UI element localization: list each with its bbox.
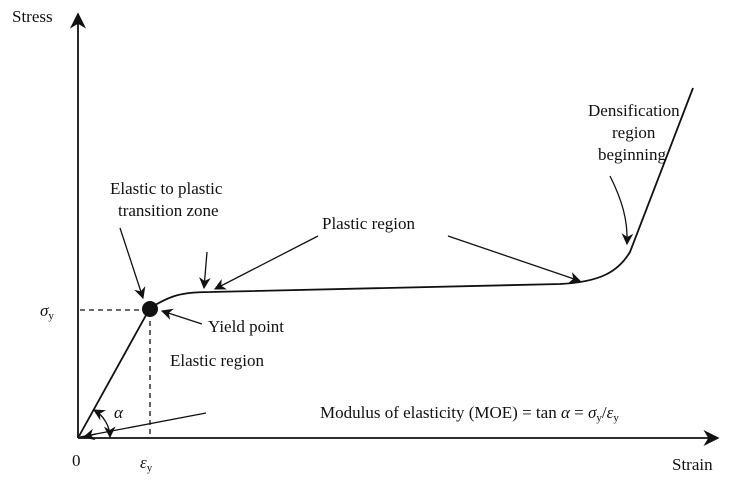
densification-arrow xyxy=(609,175,634,246)
densification-label-1: Densification xyxy=(588,101,680,120)
alpha-arc-small xyxy=(82,428,97,441)
densification-label-3: beginning xyxy=(598,145,666,164)
plastic-arrow-right xyxy=(447,235,582,284)
transition-arrow xyxy=(119,227,146,300)
moe-formula: Modulus of elasticity (MOE) = tan α = σy… xyxy=(320,403,619,424)
stress-strain-curve xyxy=(77,87,694,439)
yield-stress-label: σy xyxy=(40,301,54,322)
yield-point-marker xyxy=(142,301,158,317)
yield-strain-label: εy xyxy=(140,453,153,474)
plastic-region-label: Plastic region xyxy=(322,214,416,233)
y-axis-label: Stress xyxy=(12,7,53,26)
elastic-region-label: Elastic region xyxy=(170,351,264,370)
x-axis-label: Strain xyxy=(672,455,713,474)
alpha-arc xyxy=(92,409,116,439)
origin-label: 0 xyxy=(72,451,81,470)
alpha-label: α xyxy=(114,403,124,422)
densification-label-2: region xyxy=(612,123,656,142)
alpha-reference-line xyxy=(79,412,207,438)
transition-zone-label-2: transition zone xyxy=(118,201,219,220)
plastic-arrow-left xyxy=(213,235,319,290)
yield-point-arrow xyxy=(160,308,203,325)
transition-zone-label-1: Elastic to plastic xyxy=(110,179,223,198)
yield-point-label: Yield point xyxy=(208,317,284,336)
transition-arrow-2 xyxy=(199,251,211,290)
